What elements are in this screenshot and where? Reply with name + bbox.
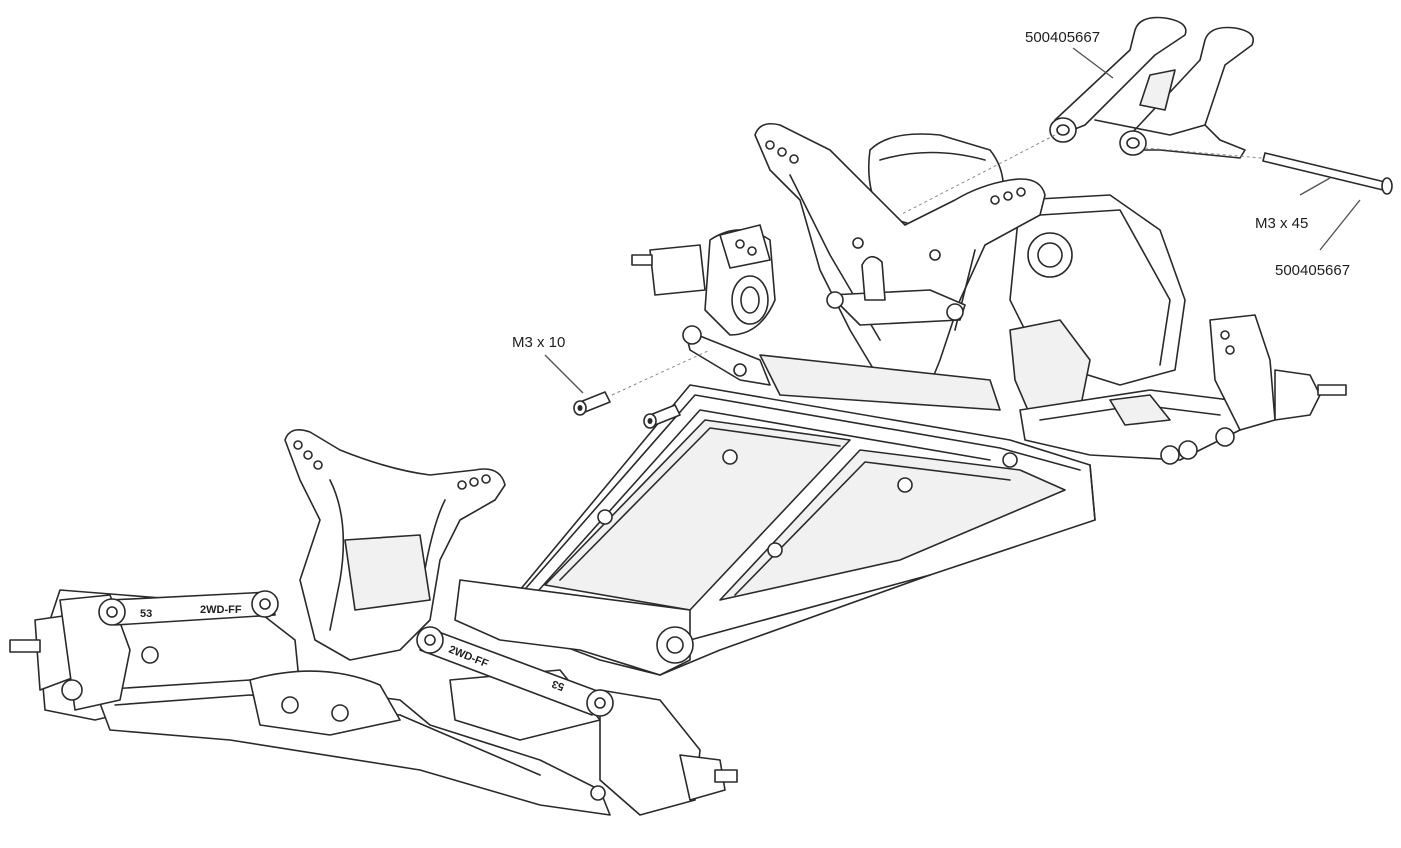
- small-screw-label: M3 x 10: [512, 334, 565, 351]
- callout-leaders: [544, 47, 1361, 394]
- rear-left-hub: [631, 224, 776, 386]
- link-number-stamp: 53: [140, 608, 152, 620]
- assembly-paths: [611, 134, 1263, 396]
- rear-shock-tower: [754, 122, 1046, 386]
- wing-mount-part-label: 500405667: [1025, 29, 1100, 46]
- wing-mount: [1049, 16, 1254, 159]
- pin-screw-label: M3 x 45: [1255, 215, 1308, 232]
- pin-part-label: 500405667: [1275, 262, 1350, 279]
- front-left-link: 53 2WD-FF: [98, 590, 279, 626]
- rear-right-arm: [1019, 314, 1347, 465]
- small-screws: [573, 391, 681, 429]
- chassis-plate: [494, 384, 1096, 676]
- rear-linkage: [759, 255, 1001, 411]
- long-pin: [1262, 152, 1393, 195]
- link-code-stamp: 2WD-FF: [200, 604, 242, 616]
- front-right-link: 2WD-FF 53: [416, 626, 614, 717]
- chassis-screws: [597, 449, 1018, 558]
- front-right-hub: [590, 689, 738, 816]
- link-number-stamp-right: 53: [550, 677, 566, 692]
- front-shock-tower: [284, 429, 506, 661]
